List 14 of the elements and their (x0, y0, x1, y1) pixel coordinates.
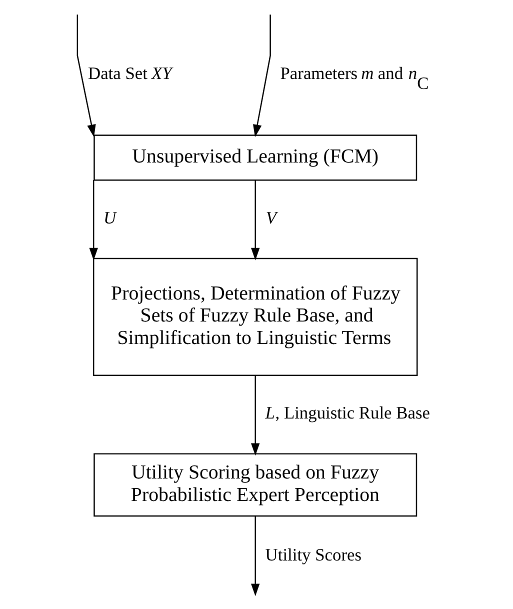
edge-label: Data Set XY (88, 62, 172, 83)
arrow (88, 180, 98, 260)
arrow (76, 14, 96, 138)
edge-label: Utility Scores (264, 544, 362, 564)
arrow (250, 516, 260, 596)
edge-label: L, Linguistic Rule Base (264, 402, 430, 423)
node-box: Unsupervised Learning (FCM) (93, 134, 417, 181)
arrow (250, 376, 260, 456)
edge-label: V (265, 207, 276, 228)
node-box: Projections, Determination of Fuzzy Sets of Fuzzy Rule Base, and Simplification to Linguistic Terms (92, 258, 418, 376)
arrow (252, 14, 270, 138)
node-box: Utility Scoring based on Fuzzy Probabilistic Expert Perception (93, 453, 417, 517)
arrow (250, 180, 260, 260)
edge-label: U (103, 207, 116, 228)
